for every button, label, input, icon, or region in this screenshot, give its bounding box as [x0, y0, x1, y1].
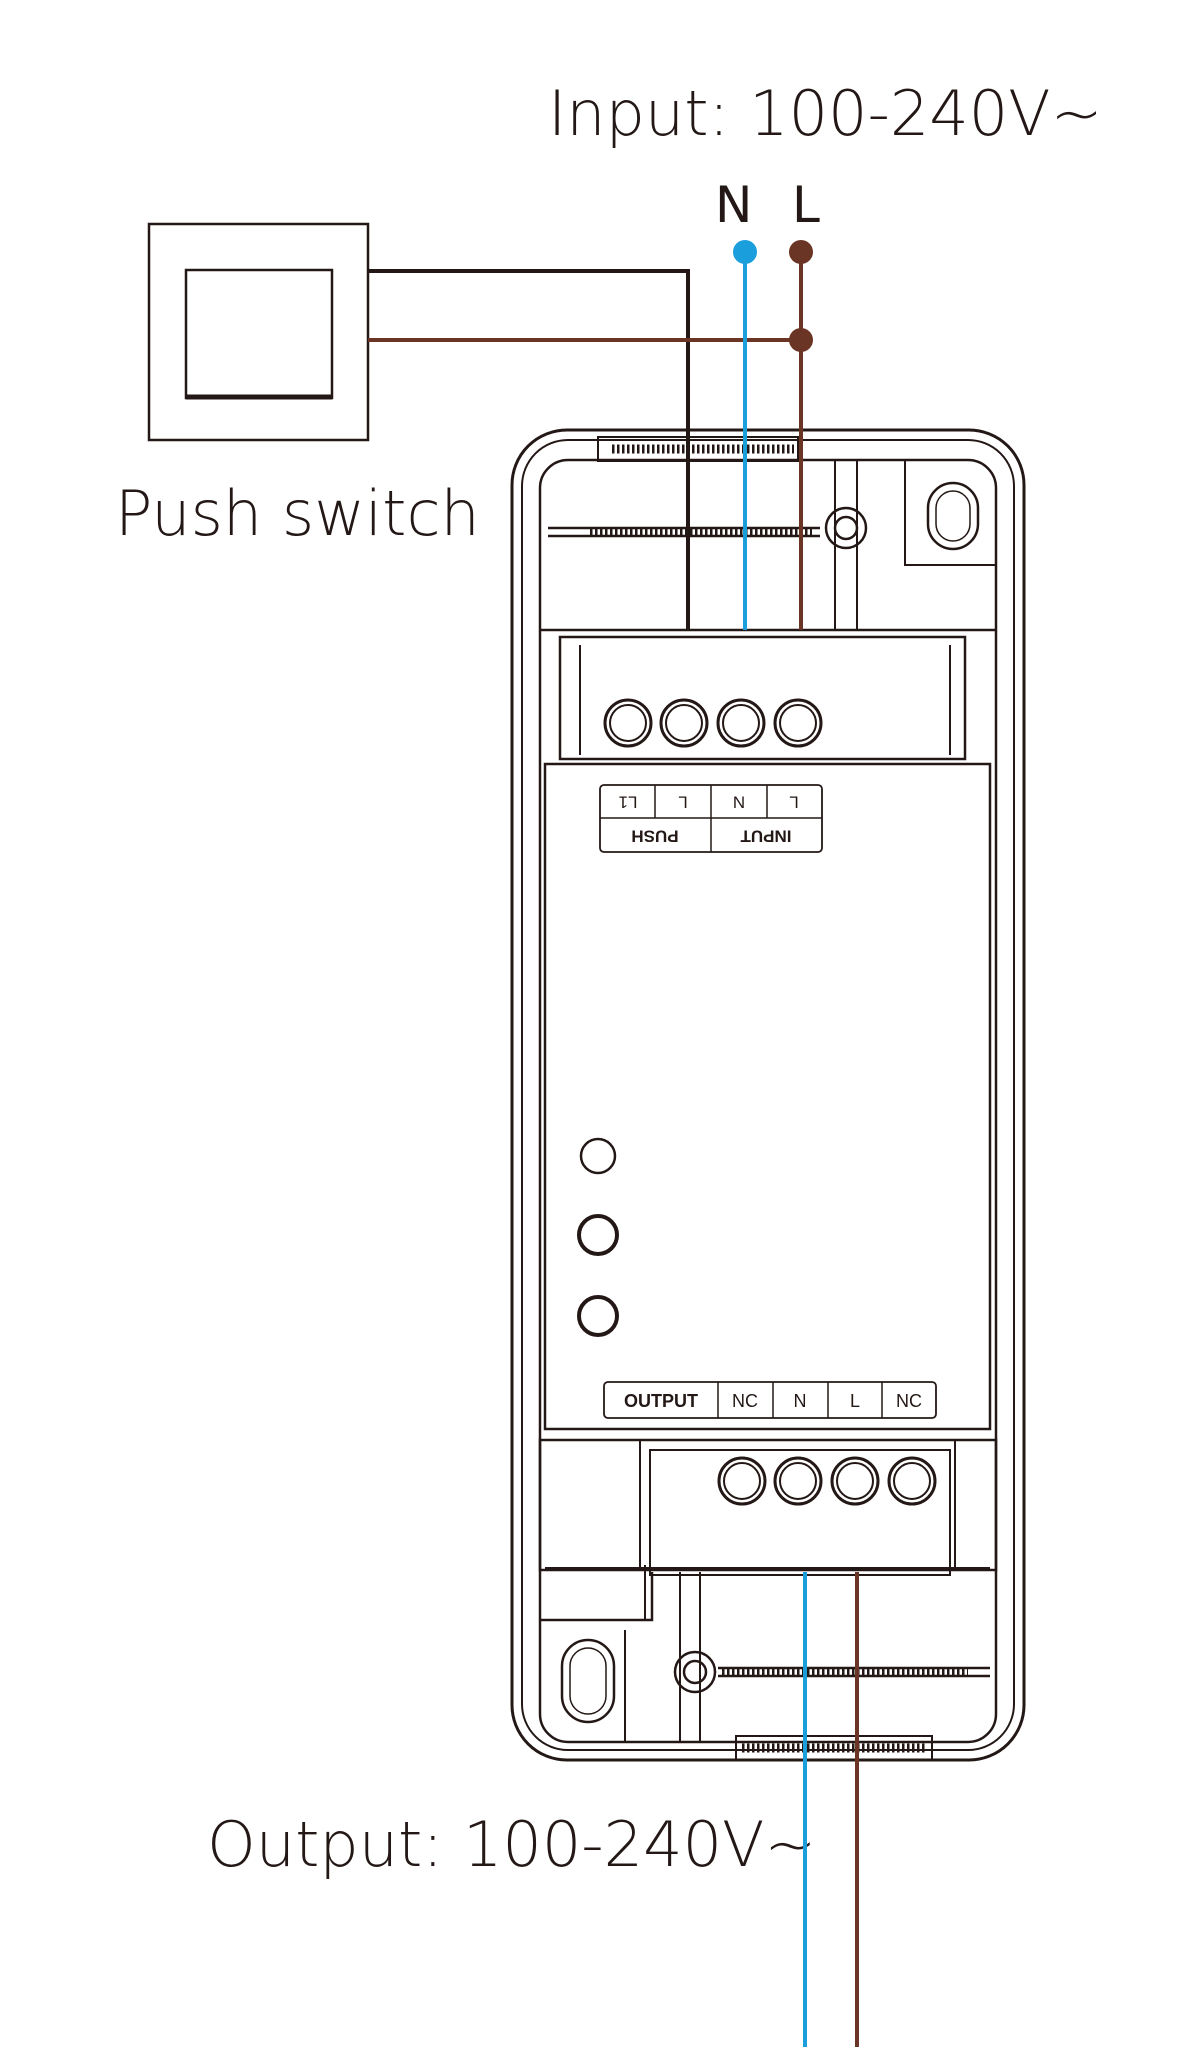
terminal-label-push-l: L — [678, 793, 687, 812]
terminal-label-output-l: L — [850, 1391, 860, 1411]
neutral-label: N — [715, 176, 752, 234]
terminal-label-l1: L1 — [619, 793, 638, 812]
push-signal-wire — [368, 269, 690, 630]
input-neutral-terminal — [733, 240, 757, 264]
top-terminal-label-block: L1 L N L PUSH INPUT — [599, 784, 823, 853]
output-voltage-label: Output: 100-240V~ — [207, 1808, 816, 1881]
terminal-label-input-n: N — [733, 793, 745, 812]
live-junction — [789, 328, 813, 352]
terminal-label-output-nc-1: NC — [732, 1391, 758, 1411]
terminal-group-push: PUSH — [631, 827, 678, 846]
terminal-group-output: OUTPUT — [624, 1391, 698, 1411]
terminal-label-output-nc-2: NC — [896, 1391, 922, 1411]
push-switch — [147, 222, 370, 442]
terminal-group-input: INPUT — [740, 827, 792, 846]
control-button-1 — [577, 1214, 619, 1256]
input-voltage-label: Input: 100-240V~ — [548, 77, 1103, 150]
wiring — [368, 240, 859, 2047]
terminal-label-input-l: L — [789, 793, 798, 812]
push-switch-label: Push switch — [115, 477, 480, 550]
control-button-2 — [577, 1295, 619, 1337]
live-label: L — [792, 176, 820, 234]
terminal-label-output-n: N — [794, 1391, 807, 1411]
bottom-terminal-label-block: OUTPUT NC N L NC — [603, 1381, 937, 1419]
controller-housing — [510, 428, 1026, 1762]
status-led — [579, 1137, 617, 1175]
input-live-terminal — [789, 240, 813, 264]
